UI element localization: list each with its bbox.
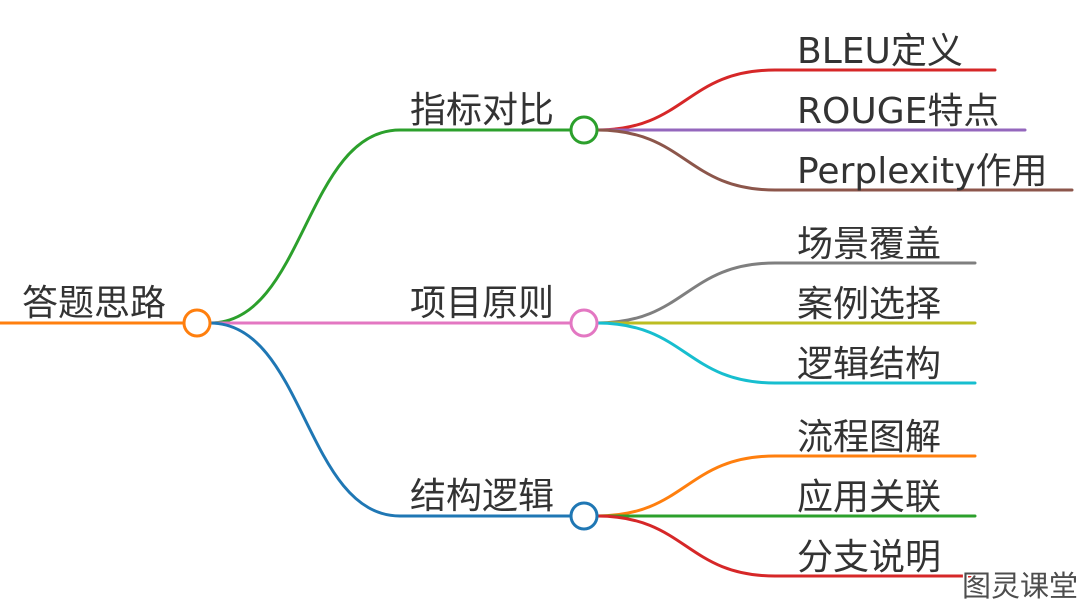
branch-label-structure: 结构逻辑: [410, 476, 554, 517]
root-node-circle: [182, 308, 212, 338]
leaf-label-branch-explain: 分支说明: [797, 537, 941, 578]
leaf-connector-logic-structure: [595, 321, 977, 385]
branch-node-circle-principles: [569, 308, 599, 338]
branch-label-metrics: 指标对比: [410, 90, 554, 131]
branch-connector-structure: [208, 321, 573, 518]
root-node: 答题思路: [0, 283, 186, 325]
leaf-connector-perplexity: [595, 128, 1074, 192]
leaf-connector-scene-coverage: [595, 261, 977, 325]
branch-node-circle-structure: [569, 501, 599, 531]
leaf-connector-branch-explain: [595, 514, 977, 578]
leaf-label-bleu: BLEU定义: [797, 31, 963, 72]
watermark-text: 图灵课堂: [962, 569, 1078, 603]
leaf-connector-bleu: [595, 68, 997, 132]
branch-connector-metrics: [208, 128, 573, 325]
leaf-label-flowchart: 流程图解: [797, 417, 941, 458]
leaf-label-case-selection: 案例选择: [797, 284, 941, 325]
leaf-label-perplexity: Perplexity作用: [797, 151, 1047, 192]
branch-label-principles: 项目原则: [410, 283, 554, 324]
root-label: 答题思路: [22, 283, 166, 324]
leaf-label-logic-structure: 逻辑结构: [797, 344, 941, 385]
branch-node-circle-metrics: [569, 115, 599, 145]
leaf-label-scene-coverage: 场景覆盖: [797, 224, 941, 265]
leaf-connector-flowchart: [595, 454, 977, 518]
leaf-label-rouge: ROUGE特点: [797, 91, 999, 132]
leaf-label-application: 应用关联: [797, 477, 941, 518]
